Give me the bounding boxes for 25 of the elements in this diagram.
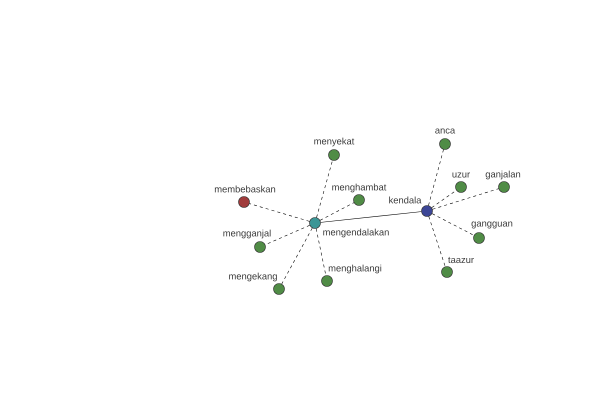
node-label: menghalangi: [328, 264, 382, 274]
node-label: mengendalakan: [323, 228, 389, 238]
node-label: ganjalan: [486, 170, 520, 180]
node-label: mengganjal: [223, 230, 271, 238]
node-label: menyekat: [314, 138, 354, 146]
connector: [428, 216, 446, 267]
node-label: mengekang: [229, 272, 277, 282]
connector: [431, 190, 457, 208]
connector: [320, 211, 422, 223]
connector: [281, 228, 313, 284]
connector: [432, 213, 474, 236]
node-label: taazur: [448, 256, 474, 264]
connector: [432, 188, 499, 210]
connector: [316, 160, 333, 218]
connector: [316, 228, 326, 276]
node-label: uzur: [452, 172, 470, 178]
node-label: menghambat: [332, 184, 386, 192]
connector: [249, 203, 310, 222]
connector: [428, 149, 444, 206]
connector: [320, 202, 354, 221]
node-label: anca: [435, 128, 456, 134]
node-label: gangguan: [472, 222, 512, 228]
node-label: kendala: [389, 196, 422, 204]
node-label: membebaskan: [214, 186, 276, 192]
connector: [265, 225, 310, 245]
